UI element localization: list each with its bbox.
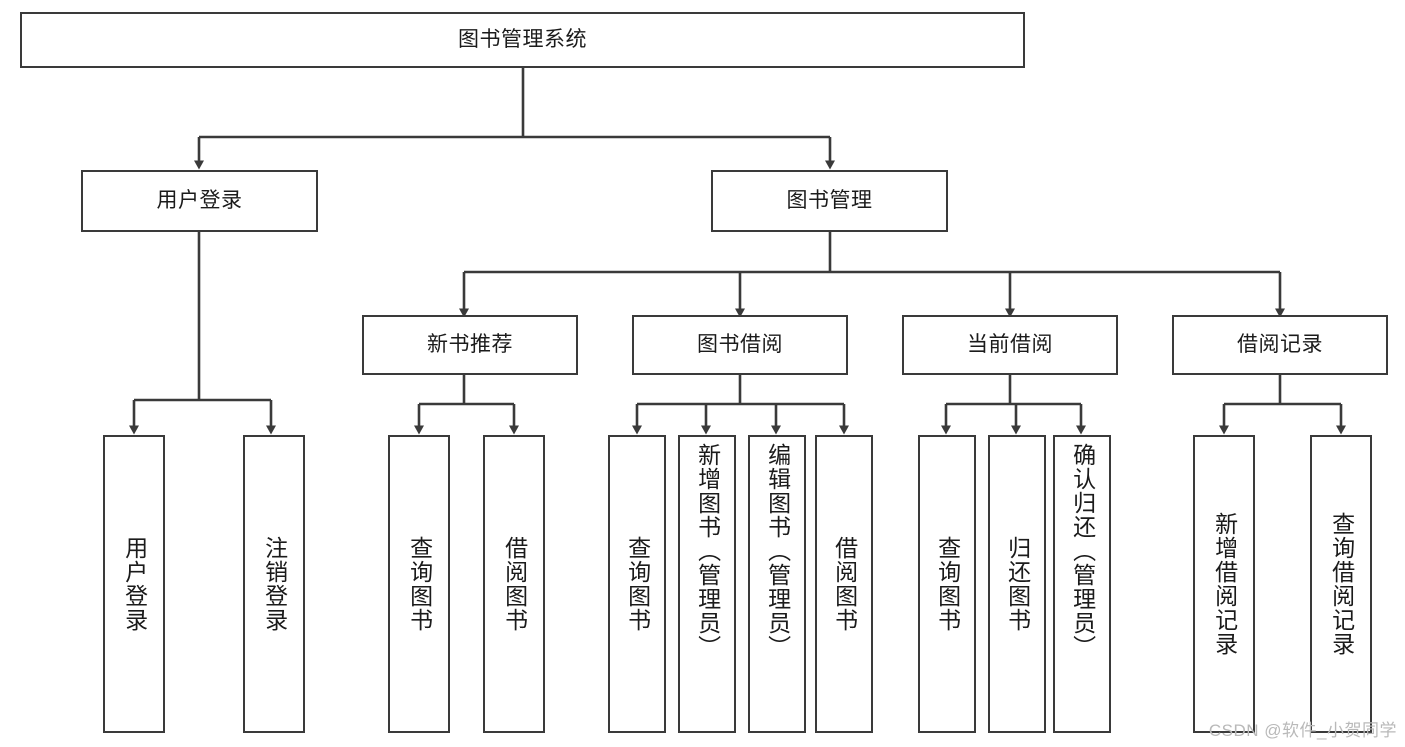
node-leaf-add-borrow-record[interactable]: 新增借阅记录 (1193, 435, 1255, 733)
node-leaf-edit-book-admin[interactable]: 编辑图书（管理员） (748, 435, 806, 733)
node-label: 当前借阅 (967, 332, 1053, 356)
csdn-watermark: CSDN @软件_小贺同学 (1208, 721, 1397, 740)
node-label: 借阅图书 (831, 536, 858, 632)
node-label: 新增图书（管理员） (694, 443, 721, 659)
node-leaf-query-book-recommend[interactable]: 查询图书 (388, 435, 450, 733)
node-label: 用户登录 (121, 536, 148, 632)
node-leaf-query-borrow-record[interactable]: 查询借阅记录 (1310, 435, 1372, 733)
node-label: 图书管理系统 (458, 27, 587, 51)
node-label: 查询图书 (624, 536, 651, 632)
node-label: 借阅记录 (1237, 332, 1323, 356)
node-label: 图书管理 (786, 188, 873, 212)
node-label: 查询借阅记录 (1328, 512, 1355, 656)
node-leaf-confirm-return-admin[interactable]: 确认归还（管理员） (1053, 435, 1111, 733)
node-label: 编辑图书（管理员） (764, 443, 791, 659)
node-label: 归还图书 (1004, 536, 1031, 632)
node-leaf-return-book[interactable]: 归还图书 (988, 435, 1046, 733)
node-label: 用户登录 (156, 188, 243, 212)
node-book-borrow[interactable]: 图书借阅 (632, 315, 848, 375)
node-label: 借阅图书 (501, 536, 528, 632)
node-leaf-user-login[interactable]: 用户登录 (103, 435, 165, 733)
node-leaf-query-book-borrow[interactable]: 查询图书 (608, 435, 666, 733)
node-leaf-borrow-book-recommend[interactable]: 借阅图书 (483, 435, 545, 733)
node-root-book-management-system[interactable]: 图书管理系统 (20, 12, 1025, 68)
node-leaf-borrow-book[interactable]: 借阅图书 (815, 435, 873, 733)
node-leaf-query-book-current[interactable]: 查询图书 (918, 435, 976, 733)
node-book-management[interactable]: 图书管理 (711, 170, 948, 232)
node-new-book-recommend[interactable]: 新书推荐 (362, 315, 578, 375)
node-label: 新书推荐 (427, 332, 513, 356)
node-label: 确认归还（管理员） (1069, 443, 1096, 659)
node-borrow-record[interactable]: 借阅记录 (1172, 315, 1388, 375)
node-leaf-user-logout[interactable]: 注销登录 (243, 435, 305, 733)
node-label: 查询图书 (406, 536, 433, 632)
node-label: 图书借阅 (697, 332, 783, 356)
node-current-borrow[interactable]: 当前借阅 (902, 315, 1118, 375)
node-label: 新增借阅记录 (1211, 512, 1238, 656)
node-label: 查询图书 (934, 536, 961, 632)
node-label: 注销登录 (261, 536, 288, 632)
node-user-login[interactable]: 用户登录 (81, 170, 318, 232)
node-leaf-add-book-admin[interactable]: 新增图书（管理员） (678, 435, 736, 733)
